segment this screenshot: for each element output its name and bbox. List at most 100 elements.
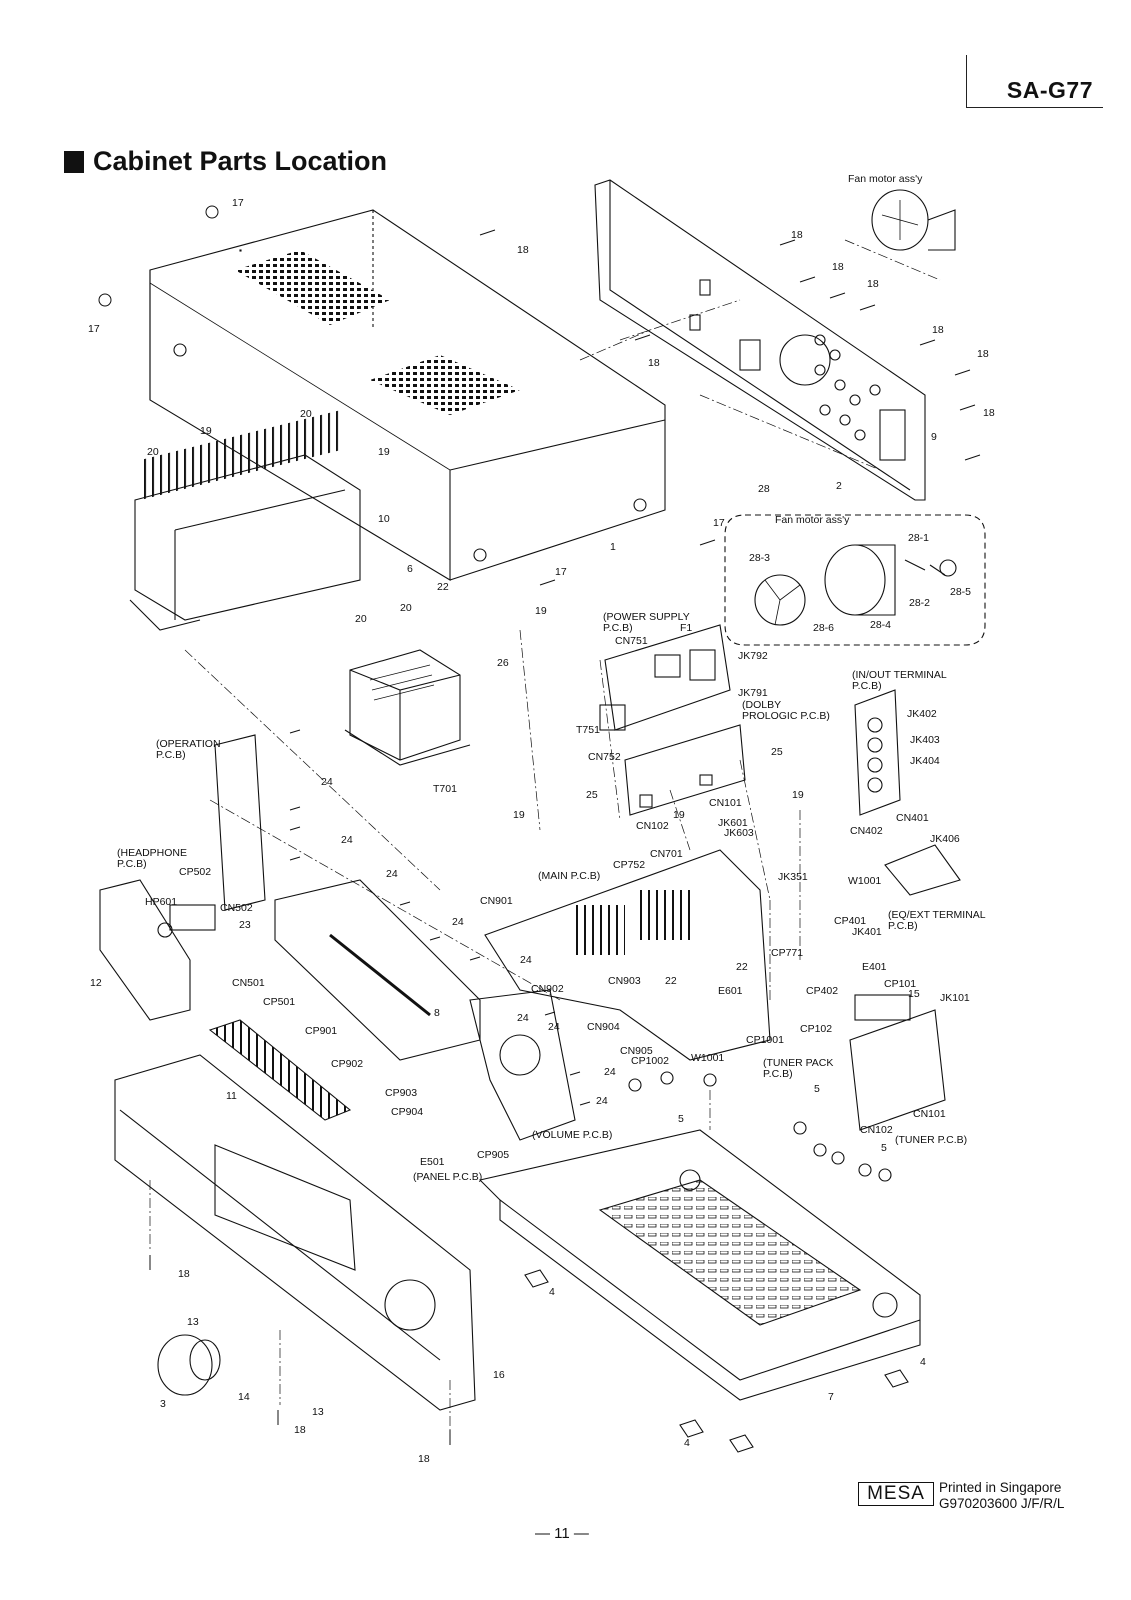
label-cn701: CN701 [650, 848, 683, 860]
label-24-c: 24 [386, 868, 398, 880]
mesa-logo: MESA [858, 1482, 934, 1506]
main-pcb [484, 849, 771, 1061]
label-w1001-a: W1001 [848, 875, 881, 887]
label-jk603: JK603 [724, 827, 754, 839]
label-18-h: 18 [648, 357, 660, 369]
label-cn501: CN501 [232, 977, 265, 989]
label-cp1001: CP1001 [746, 1034, 784, 1046]
label-25-a: 25 [771, 746, 783, 758]
label-28: 28 [758, 483, 770, 495]
label-jk791: JK791 [738, 687, 768, 699]
label-7: 7 [828, 1391, 834, 1403]
label-4-c: 4 [684, 1437, 690, 1449]
label-18-a: 18 [517, 244, 529, 256]
label-17-b: 17 [88, 323, 100, 335]
volume-knob [157, 1334, 221, 1396]
label-e401: E401 [862, 961, 887, 973]
label-24-i: 24 [596, 1095, 608, 1107]
label-18-f: 18 [977, 348, 989, 360]
label-9: 9 [931, 431, 937, 443]
chassis [478, 1129, 921, 1401]
label-cp901: CP901 [305, 1025, 337, 1037]
label-3: 3 [160, 1398, 166, 1410]
label-headphone-2: P.C.B) [117, 858, 147, 870]
top-cabinet [149, 209, 666, 581]
label-cp501: CP501 [263, 996, 295, 1008]
label-cp902: CP902 [331, 1058, 363, 1070]
label-18-k: 18 [418, 1453, 430, 1465]
inout-terminal-pcb [854, 689, 901, 816]
label-cp102: CP102 [800, 1023, 832, 1035]
label-jk406: JK406 [930, 833, 960, 845]
label-18-i: 18 [178, 1268, 190, 1280]
label-cn905: CN905 [620, 1045, 653, 1057]
label-inout-1: (IN/OUT TERMINAL [852, 669, 947, 681]
label-11: 11 [226, 1090, 237, 1102]
label-dolby-1: (DOLBY [742, 699, 781, 711]
label-cn401: CN401 [896, 812, 929, 824]
label-power-supply-2: P.C.B) [603, 622, 633, 634]
label-fan-top: Fan motor ass'y [848, 173, 923, 185]
label-17-d: 17 [555, 566, 567, 578]
label-23: 23 [239, 919, 251, 931]
label-13-a: 13 [187, 1316, 199, 1328]
part-labels: Fan motor ass'y 17 17 18 18 18 18 18 18 … [88, 173, 995, 1465]
label-cn102-a: CN102 [636, 820, 669, 832]
label-16: 16 [493, 1369, 505, 1381]
model-number: SA-G77 [1006, 77, 1093, 103]
label-5-b: 5 [678, 1113, 684, 1125]
label-jk601: JK601 [718, 817, 748, 829]
label-tunerpack-2: P.C.B) [763, 1068, 793, 1080]
label-tuner: (TUNER P.C.B) [895, 1134, 967, 1146]
label-28-2: 28-2 [909, 597, 930, 609]
label-eqext-1: (EQ/EXT TERMINAL [888, 909, 986, 921]
transformer [344, 649, 471, 766]
label-24-b: 24 [341, 834, 353, 846]
label-19-d: 19 [792, 789, 804, 801]
page-number: — 11 — [535, 1525, 589, 1542]
alignment-lines [149, 239, 941, 1430]
label-18-b: 18 [791, 229, 803, 241]
label-28-6: 28-6 [813, 622, 834, 634]
label-28-5: 28-5 [950, 586, 971, 598]
label-operation-1: (OPERATION [156, 738, 221, 750]
label-cp402: CP402 [806, 985, 838, 997]
label-22-a: 22 [437, 581, 449, 593]
label-cn502: CN502 [220, 902, 253, 914]
label-18-j: 18 [294, 1424, 306, 1436]
label-cn752: CN752 [588, 751, 621, 763]
label-cp905: CP905 [477, 1149, 509, 1161]
label-20-c: 20 [400, 602, 412, 614]
label-19-f: 19 [673, 809, 685, 821]
label-5-c: 5 [881, 1142, 887, 1154]
label-power-supply-1: (POWER SUPPLY [603, 611, 690, 623]
label-24-d: 24 [452, 916, 464, 928]
tuner-pcb [849, 994, 946, 1131]
label-12: 12 [90, 977, 102, 989]
printed-info: Printed in Singapore G970203600 J/F/R/L [939, 1480, 1064, 1512]
label-17-c: 17 [713, 517, 725, 529]
label-jk351: JK351 [778, 871, 808, 883]
label-cn903: CN903 [608, 975, 641, 987]
label-20-b: 20 [147, 446, 159, 458]
label-24-e: 24 [520, 954, 532, 966]
label-cn751: CN751 [615, 635, 648, 647]
label-cp101: CP101 [884, 978, 916, 990]
label-w1001-b: W1001 [691, 1052, 724, 1064]
label-8: 8 [434, 1007, 440, 1019]
document-code: G970203600 J/F/R/L [939, 1496, 1065, 1511]
label-22-b: 22 [736, 961, 748, 973]
heatsink [129, 410, 361, 631]
label-cn902: CN902 [531, 983, 564, 995]
screws [98, 205, 981, 1445]
label-19-e: 19 [513, 809, 525, 821]
label-18-c: 18 [832, 261, 844, 273]
label-25-b: 25 [586, 789, 598, 801]
headphone-pcb [99, 879, 216, 1021]
label-cp401: CP401 [834, 915, 866, 927]
label-jk404: JK404 [910, 755, 940, 767]
label-19-c: 19 [535, 605, 547, 617]
label-cn901: CN901 [480, 895, 513, 907]
label-t701: T701 [433, 783, 457, 795]
